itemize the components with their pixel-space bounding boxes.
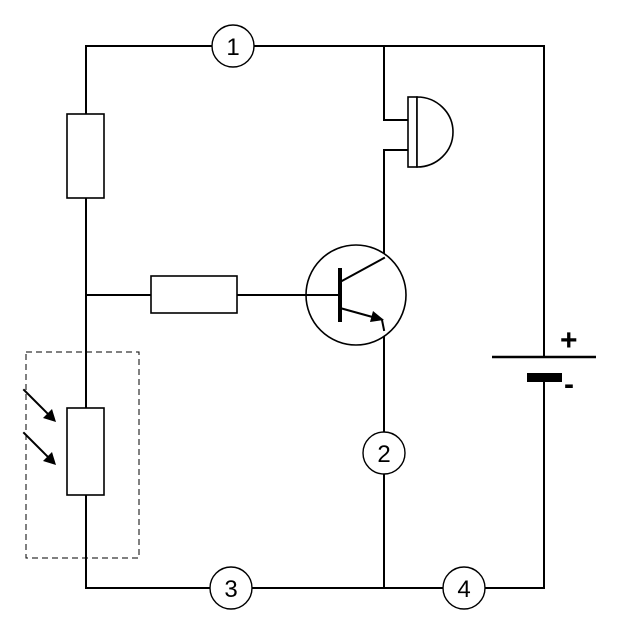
buzzer [407,96,454,168]
node-4: 4 [442,566,486,610]
light-arrow-icon [43,409,56,422]
node-circle [362,431,406,475]
node-label: 4 [457,576,470,603]
battery-minus-label: - [564,368,574,401]
node-1: 1 [211,24,255,68]
node-2: 2 [362,431,406,475]
node-label: 1 [226,34,239,61]
transistor-collector-lead [338,256,386,284]
battery: + - [492,324,596,401]
photoresistor [66,407,105,496]
buzzer-body [407,96,418,168]
base-resistor [150,275,238,314]
light-arrow-shaft-1 [22,388,52,418]
light-arrow-icon [43,452,56,465]
photoresistor-assembly [22,351,140,559]
emitter-arrow-icon [370,311,384,322]
npn-transistor [305,244,407,346]
photoresistor-enclosure [25,351,140,559]
upper-resistor [66,113,105,199]
battery-negative-plate [527,373,562,382]
node-3: 3 [209,566,253,610]
transistor-emitter-lead [338,306,378,320]
node-label: 2 [377,441,390,468]
battery-plus-label: + [560,324,578,357]
wires [85,45,545,589]
node-label: 3 [224,576,237,603]
node-circle [211,24,255,68]
buzzer-dome [416,96,454,168]
node-circle [209,566,253,610]
light-arrow-shaft-2 [22,431,52,461]
transistor-emitter-out [380,318,386,332]
node-circle [442,566,486,610]
